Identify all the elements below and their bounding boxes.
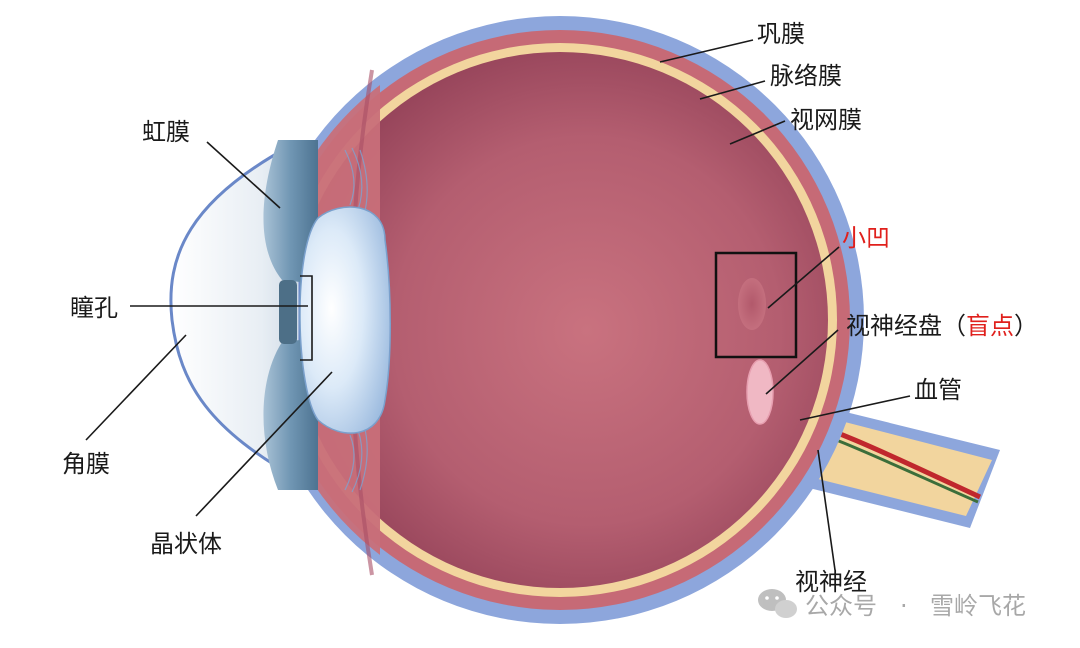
label-cornea: 角膜 bbox=[62, 450, 110, 478]
label-iris: 虹膜 bbox=[142, 118, 190, 146]
watermark-prefix: 公众号 bbox=[805, 592, 877, 620]
eyeball bbox=[256, 16, 864, 624]
label-retina: 视网膜 bbox=[790, 106, 862, 134]
label-optic-disc-text: 视神经盘 bbox=[846, 312, 942, 340]
watermark: 公众号 · 雪岭飞花 bbox=[758, 589, 1026, 620]
label-vessels: 血管 bbox=[914, 376, 962, 404]
label-blind-spot: 盲点 bbox=[966, 312, 1014, 340]
leader-lines bbox=[85, 39, 911, 571]
label-paren-open: （ bbox=[942, 312, 966, 340]
lens bbox=[299, 206, 391, 434]
label-sclera: 巩膜 bbox=[757, 20, 805, 48]
wechat-icon bbox=[758, 589, 797, 618]
iris bbox=[263, 140, 318, 490]
vitreous-body bbox=[292, 52, 828, 588]
optic-disc bbox=[746, 359, 774, 425]
pupil-bracket bbox=[300, 275, 313, 361]
label-lens: 晶状体 bbox=[150, 530, 222, 558]
fovea-pit bbox=[738, 278, 766, 330]
watermark-name: 雪岭飞花 bbox=[930, 592, 1026, 620]
label-paren-close: ） bbox=[1014, 312, 1038, 340]
fovea-highlight-box bbox=[714, 251, 798, 359]
pupil bbox=[279, 280, 297, 344]
label-optic-disc: 视神经盘（盲点） bbox=[846, 312, 1038, 340]
label-choroid: 脉络膜 bbox=[770, 62, 842, 90]
label-optic-nerve: 视神经 bbox=[795, 568, 867, 596]
label-fovea: 小凹 bbox=[842, 224, 890, 252]
watermark-separator: · bbox=[900, 592, 908, 620]
label-pupil: 瞳孔 bbox=[70, 294, 118, 322]
